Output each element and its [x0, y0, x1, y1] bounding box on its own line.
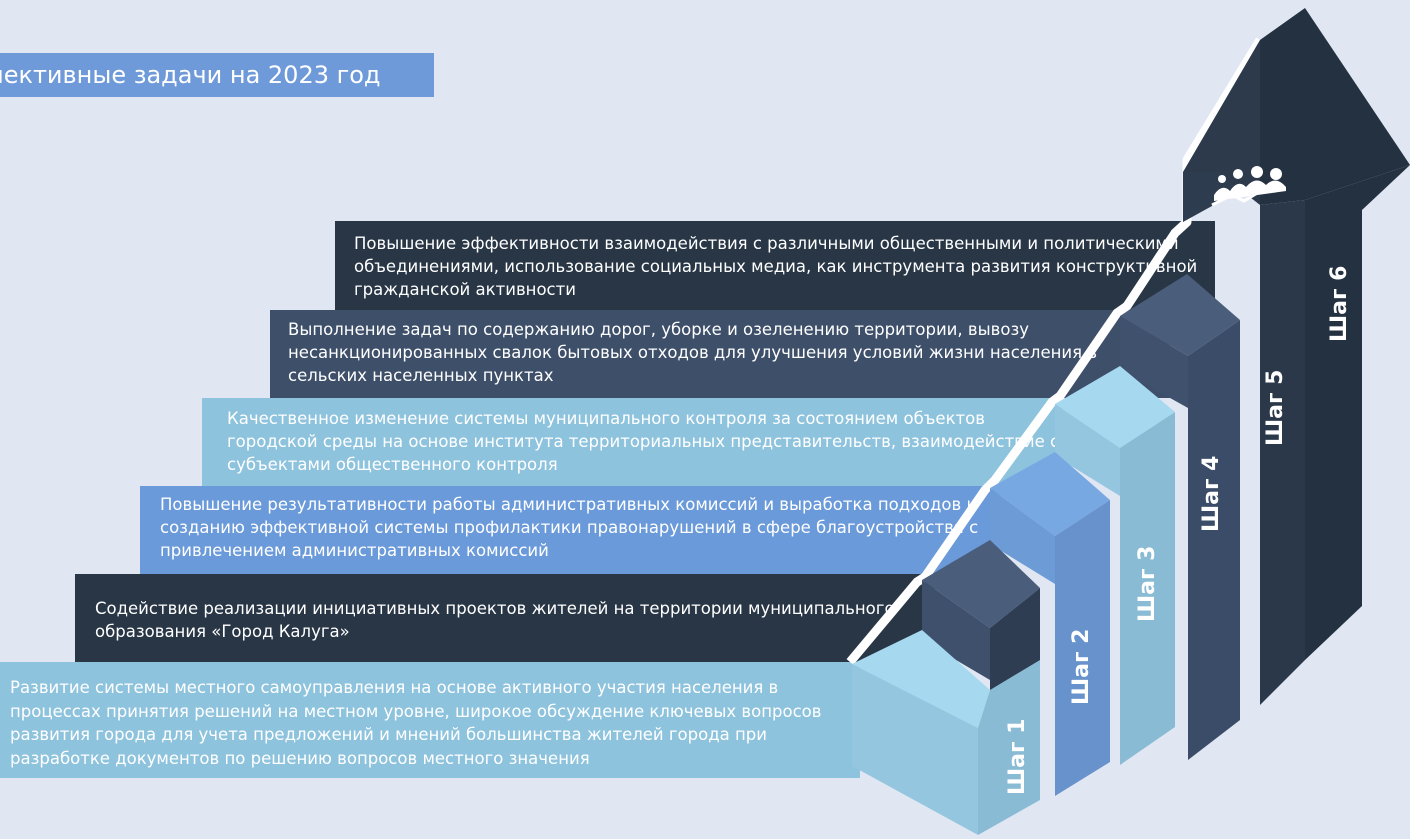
step-5-label: Шаг 5 — [1263, 370, 1288, 446]
step-1-text: Развитие системы местного самоуправления… — [10, 678, 822, 768]
step-2-label: Шаг 2 — [1069, 629, 1094, 705]
step-6-description: Повышение эффективности взаимодействия с… — [335, 221, 1215, 310]
step-5-block — [1120, 274, 1240, 760]
step-3-block — [990, 452, 1110, 796]
step-3-description: Повышение результативности работы админи… — [140, 486, 1000, 574]
step-6-label: Шаг 6 — [1327, 266, 1352, 342]
step-3-label: Шаг 3 — [1135, 546, 1160, 622]
step-4-label: Шаг 4 — [1199, 456, 1224, 532]
step-4-block — [1055, 366, 1175, 765]
step-6-text: Повышение эффективности взаимодействия с… — [354, 234, 1198, 299]
people-growth-icon — [1211, 166, 1286, 207]
page-title: пективные задачи на 2023 год — [0, 53, 434, 97]
step-2-text: Содействие реализации инициативных проек… — [95, 599, 895, 641]
step-1-label: Шаг 1 — [1005, 719, 1030, 795]
step-5-description: Выполнение задач по содержанию дорог, уб… — [270, 310, 1170, 398]
step-1-description: Развитие системы местного самоуправления… — [0, 662, 860, 778]
step-6-block — [1183, 8, 1410, 705]
step-3-text: Повышение результативности работы админи… — [160, 495, 979, 560]
step-5-text: Выполнение задач по содержанию дорог, уб… — [288, 320, 1098, 385]
step-4-description: Качественное изменение системы муниципал… — [202, 398, 1062, 486]
step-2-description: Содействие реализации инициативных проек… — [75, 574, 935, 662]
step-4-text: Качественное изменение системы муниципал… — [227, 409, 1060, 474]
step-1-block — [852, 630, 1040, 835]
